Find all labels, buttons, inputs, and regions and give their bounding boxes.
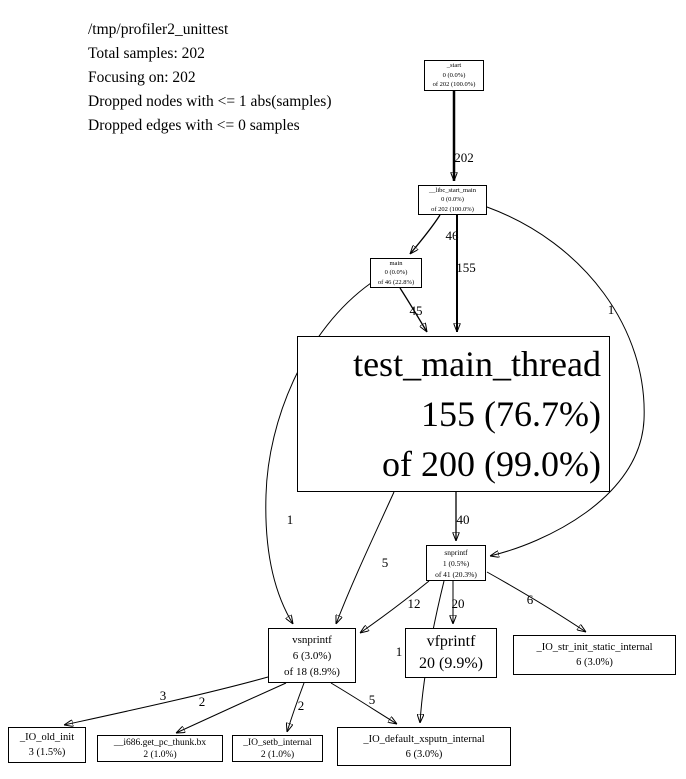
node-snprintf: snprintf 1 (0.5%) of 41 (20.3%) [426, 545, 486, 581]
node-function-name: main [389, 259, 403, 267]
node-self-samples: 6 (3.0%) [405, 748, 443, 760]
node-io-setb-internal: _IO_setb_internal 2 (1.0%) [232, 735, 323, 762]
edge-label-vsnprintf-to-xsputn: 5 [369, 692, 376, 707]
node-total-samples: of 46 (22.8%) [377, 278, 415, 286]
edge-main-to-test-main-thread [399, 287, 427, 332]
edge-label-snprintf-to-vsnprintf: 12 [408, 596, 421, 611]
node-self-samples: 3 (1.5%) [28, 747, 66, 758]
node-io-str-init-static-internal: _IO_str_init_static_internal 6 (3.0%) [513, 635, 676, 675]
node-total-samples: of 18 (8.9%) [284, 665, 340, 678]
edge-libc-start-main-to-main [410, 214, 441, 254]
node-function-name: _IO_default_xsputn_internal [363, 733, 485, 745]
edge-test-main-thread-to-vsnprintf [336, 491, 395, 624]
node-total-samples: of 200 (99.0%) [382, 444, 601, 484]
node-self-samples: 1 (0.5%) [442, 558, 470, 568]
edge-label-main-to-test-main: 45 [410, 303, 423, 318]
node-function-name: _start [446, 62, 462, 70]
node-function-name: vsnprintf [292, 633, 332, 646]
node-total-samples: of 202 (100.0%) [432, 81, 476, 89]
node-libc-start-main: __libc_start_main 0 (0.0%) of 202 (100.0… [418, 185, 487, 215]
node-function-name: test_main_thread [353, 344, 601, 384]
edge-vsnprintf-to-i686-get-pc-thunk-bx [176, 682, 287, 733]
edge-snprintf-to-vsnprintf [360, 580, 430, 633]
node-function-name: vfprintf [426, 633, 476, 650]
node-total-samples: of 202 (100.0%) [431, 205, 474, 213]
node-test-main-thread: test_main_thread 155 (76.7%) of 200 (99.… [297, 336, 610, 492]
node-function-name: _IO_str_init_static_internal [536, 642, 653, 653]
node-self-samples: 0 (0.0%) [442, 71, 466, 79]
edge-label-snprintf-to-vfprintf: 20 [452, 596, 465, 611]
node-io-default-xsputn-internal: _IO_default_xsputn_internal 6 (3.0%) [337, 727, 511, 766]
edge-label-vsnprintf-to-old-init: 3 [160, 688, 167, 703]
node-io-old-init: _IO_old_init 3 (1.5%) [8, 727, 86, 763]
node-function-name: snprintf [444, 547, 468, 557]
edge-label-main-to-vsnprintf: 1 [287, 512, 294, 527]
dropped-nodes-note: Dropped nodes with <= 1 abs(samples) [88, 93, 332, 110]
profile-summary: /tmp/profiler2_unittest Total samples: 2… [88, 18, 331, 138]
edge-label-libc-to-test-main: 155 [456, 260, 476, 275]
edge-label-test-main-to-snprintf: 40 [457, 512, 470, 527]
edge-main-to-vsnprintf [265, 282, 372, 624]
node-self-samples: 6 (3.0%) [576, 657, 613, 668]
node-self-samples: 155 (76.7%) [421, 394, 601, 434]
total-samples: Total samples: 202 [88, 45, 205, 62]
node-vsnprintf: vsnprintf 6 (3.0%) of 18 (8.9%) [268, 628, 356, 683]
node-self-samples: 20 (9.9%) [419, 655, 483, 672]
node-self-samples: 6 (3.0%) [292, 649, 332, 662]
node-self-samples: 0 (0.0%) [441, 196, 464, 204]
edge-vsnprintf-to-io-default-xsputn-internal [330, 682, 397, 724]
node-function-name: _IO_old_init [19, 732, 75, 743]
edge-label-libc-to-snprintf: 1 [608, 302, 615, 317]
edge-vsnprintf-to-io-old-init [64, 676, 269, 725]
node-self-samples: 2 (1.0%) [260, 749, 295, 760]
node-vfprintf: vfprintf 20 (9.9%) [405, 628, 497, 678]
profile-path: /tmp/profiler2_unittest [88, 21, 229, 38]
node-start: _start 0 (0.0%) of 202 (100.0%) [424, 60, 484, 91]
edge-label-snprintf-to-str-init: 6 [527, 592, 534, 607]
node-main: main 0 (0.0%) of 46 (22.8%) [370, 258, 422, 288]
node-self-samples: 2 (1.0%) [143, 749, 177, 760]
node-function-name: __libc_start_main [429, 186, 476, 194]
focusing-on: Focusing on: 202 [88, 69, 196, 86]
dropped-edges-note: Dropped edges with <= 0 samples [88, 117, 300, 134]
edge-label-libc-to-main: 46 [446, 228, 460, 243]
edge-vsnprintf-to-io-setb-internal [287, 682, 305, 732]
edge-label-snprintf-to-xsputn: 1 [396, 644, 403, 659]
node-function-name: __i686.get_pc_thunk.bx [113, 737, 207, 748]
edge-snprintf-to-io-str-init-static-internal [486, 571, 586, 632]
edge-label-vsnprintf-to-thunk: 2 [199, 694, 206, 709]
node-function-name: _IO_setb_internal [243, 737, 312, 748]
node-i686-get-pc-thunk-bx: __i686.get_pc_thunk.bx 2 (1.0%) [97, 735, 223, 762]
node-self-samples: 0 (0.0%) [384, 269, 408, 277]
node-total-samples: of 41 (20.3%) [435, 569, 477, 579]
edge-label-test-main-to-vsnprintf: 5 [382, 555, 389, 570]
edge-label-vsnprintf-to-setb: 2 [298, 698, 305, 713]
edge-libc-start-main-to-snprintf [486, 206, 645, 556]
edge-label-start-to-libc: 202 [454, 150, 474, 165]
